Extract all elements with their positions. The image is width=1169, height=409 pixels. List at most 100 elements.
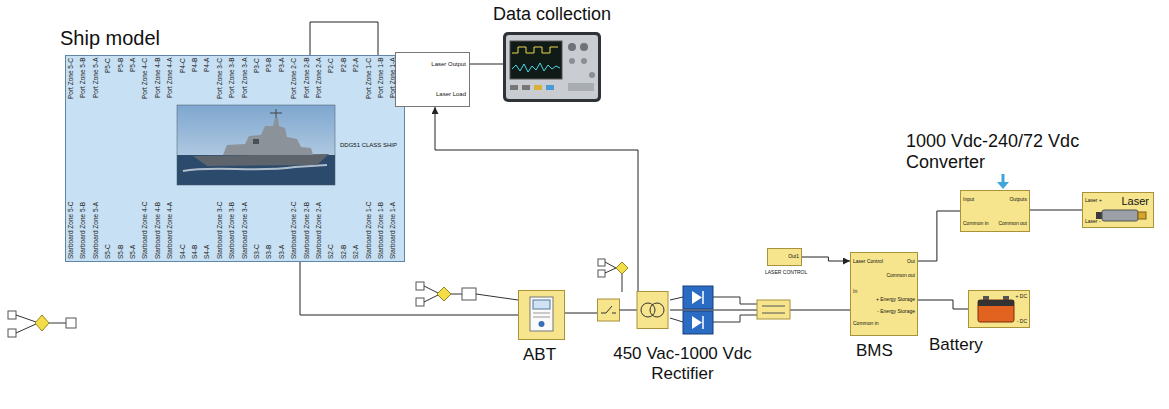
port-label: Port Zone 4-B: [155, 58, 162, 98]
rectifier-block-picture: [637, 292, 668, 329]
switch-symbol: [8, 329, 16, 337]
rectifier-block-picture: [597, 291, 669, 329]
port-label: Starboard Zone 3-C: [217, 202, 224, 259]
laser-block-picture: [1138, 212, 1146, 219]
port-label: - Energy Storage: [877, 309, 915, 315]
port-label: Port Zone 3-B: [229, 58, 236, 98]
switch-symbol: [16, 315, 36, 322]
port-label: Starboard Zone 2-A: [316, 202, 323, 259]
switch-symbol: [616, 262, 628, 274]
abt-block-picture: [533, 300, 550, 309]
oscilloscope-picture: [522, 85, 530, 90]
oscilloscope-picture: [589, 72, 595, 78]
block-heading: 1000 Vdc-240/72 Vdc Converter: [906, 131, 1106, 172]
port-label: Port Zone 4-A: [167, 58, 174, 98]
diode-bridge: [692, 316, 702, 329]
port-label: Port Zone 4-C: [142, 58, 149, 99]
switch-symbol: [8, 311, 16, 319]
switch-symbol: [451, 294, 462, 295]
switch-symbol: [8, 311, 76, 337]
switch-symbol: [598, 270, 605, 277]
port-label: Common in: [853, 321, 879, 327]
port-label: Port Zone 5-A: [93, 58, 100, 98]
port-label: Port Zone 3-A: [242, 58, 249, 98]
oscilloscope-picture: [502, 31, 602, 103]
switch-symbol: [16, 324, 36, 333]
port-label: Port Zone 2-B: [304, 58, 311, 98]
wire-connector: [470, 64, 503, 65]
wire-connector: [1030, 210, 1082, 211]
port-label: S2-A: [353, 245, 360, 259]
oscilloscope-picture: [568, 83, 594, 91]
switch-symbol: [49, 323, 66, 324]
converter-block: 1000 Vdc-240/72 Vdc ConverterInputCommon…: [960, 190, 1030, 232]
port-label: P5-B: [118, 58, 125, 72]
port-label: Laser Load: [436, 91, 466, 98]
oscilloscope-picture: [581, 58, 587, 64]
oscilloscope-picture: [506, 35, 598, 99]
block-heading: ABT: [523, 345, 556, 365]
port-label: Starboard Zone 4-C: [142, 202, 149, 259]
oscilloscope: Data collection: [503, 32, 603, 104]
oscilloscope-picture: [503, 32, 601, 102]
port-label: Port Zone 5-B: [80, 58, 87, 98]
battery-block-picture: [978, 300, 1014, 322]
switch-symbol: [476, 294, 518, 300]
port-label: Port Zone 2-C: [291, 58, 298, 99]
rectifier-block-picture: [601, 313, 606, 314]
port-label: Port Zone 3-C: [217, 58, 224, 99]
port-label: P5-C: [105, 58, 112, 73]
port-label: Starboard Zone 2-C: [291, 202, 298, 259]
diode-bridge: [670, 318, 683, 322]
port-label: S5-C: [105, 244, 112, 259]
diode-bridge: [713, 322, 740, 323]
oscilloscope-picture: [580, 43, 588, 51]
switch-symbol: [605, 262, 616, 268]
callout-arrow: [1002, 174, 1005, 183]
port-label: Common out: [998, 221, 1027, 227]
rectifier-block-picture: [606, 306, 612, 313]
port-label: Common out: [886, 273, 915, 279]
ship-model-block-picture: [177, 105, 335, 185]
wire-connector: [918, 300, 968, 309]
diode-bridge: [683, 311, 713, 334]
oscilloscope-picture: [569, 58, 575, 64]
port-label: Laser +: [1085, 198, 1102, 204]
switch-symbol: [605, 268, 616, 273]
port-label: Laser -: [1085, 219, 1101, 225]
block-heading: 450 Vac-1000 Vdc Rectifier: [580, 344, 785, 383]
port-label: Starboard Zone 3-A: [242, 202, 249, 259]
abt-block-picture: [533, 317, 550, 318]
block-title: DDG51 CLASS SHIP: [340, 142, 397, 149]
port-label: Out1: [788, 254, 799, 260]
port-label: S5-A: [130, 245, 137, 259]
rectifier-block-picture: [612, 313, 616, 314]
port-label: P4-C: [180, 58, 187, 73]
port-label: S5-B: [118, 245, 125, 259]
switch-symbol: [416, 282, 518, 306]
port-label: S2-C: [328, 244, 335, 259]
abt-block-picture: [530, 297, 553, 331]
port-label: - DC: [1017, 319, 1027, 325]
port-label: P3-C: [254, 58, 261, 73]
port-label: P2-A: [353, 58, 360, 72]
ship-model-block-picture: [270, 113, 282, 114]
combiner-block: [762, 306, 785, 307]
oscilloscope-picture: [546, 85, 554, 90]
switch-symbol: [622, 274, 623, 292]
port-label: Starboard Zone 4-B: [155, 202, 162, 259]
bms-block: BMSLaser ControlInCommon inOutCommon out…: [850, 252, 918, 336]
block-heading: Data collection: [493, 4, 611, 25]
laser-control-block: Out1LASER CONTROL: [767, 248, 802, 266]
diode-bridge: [670, 286, 757, 334]
diode-bridge: [702, 291, 704, 304]
oscilloscope-picture: [512, 63, 560, 72]
combiner-block: [757, 300, 790, 319]
combiner-block: [757, 300, 790, 319]
diode-bridge: [740, 297, 741, 304]
block-heading: Battery: [929, 335, 983, 355]
rectifier-block-picture: [641, 303, 655, 317]
